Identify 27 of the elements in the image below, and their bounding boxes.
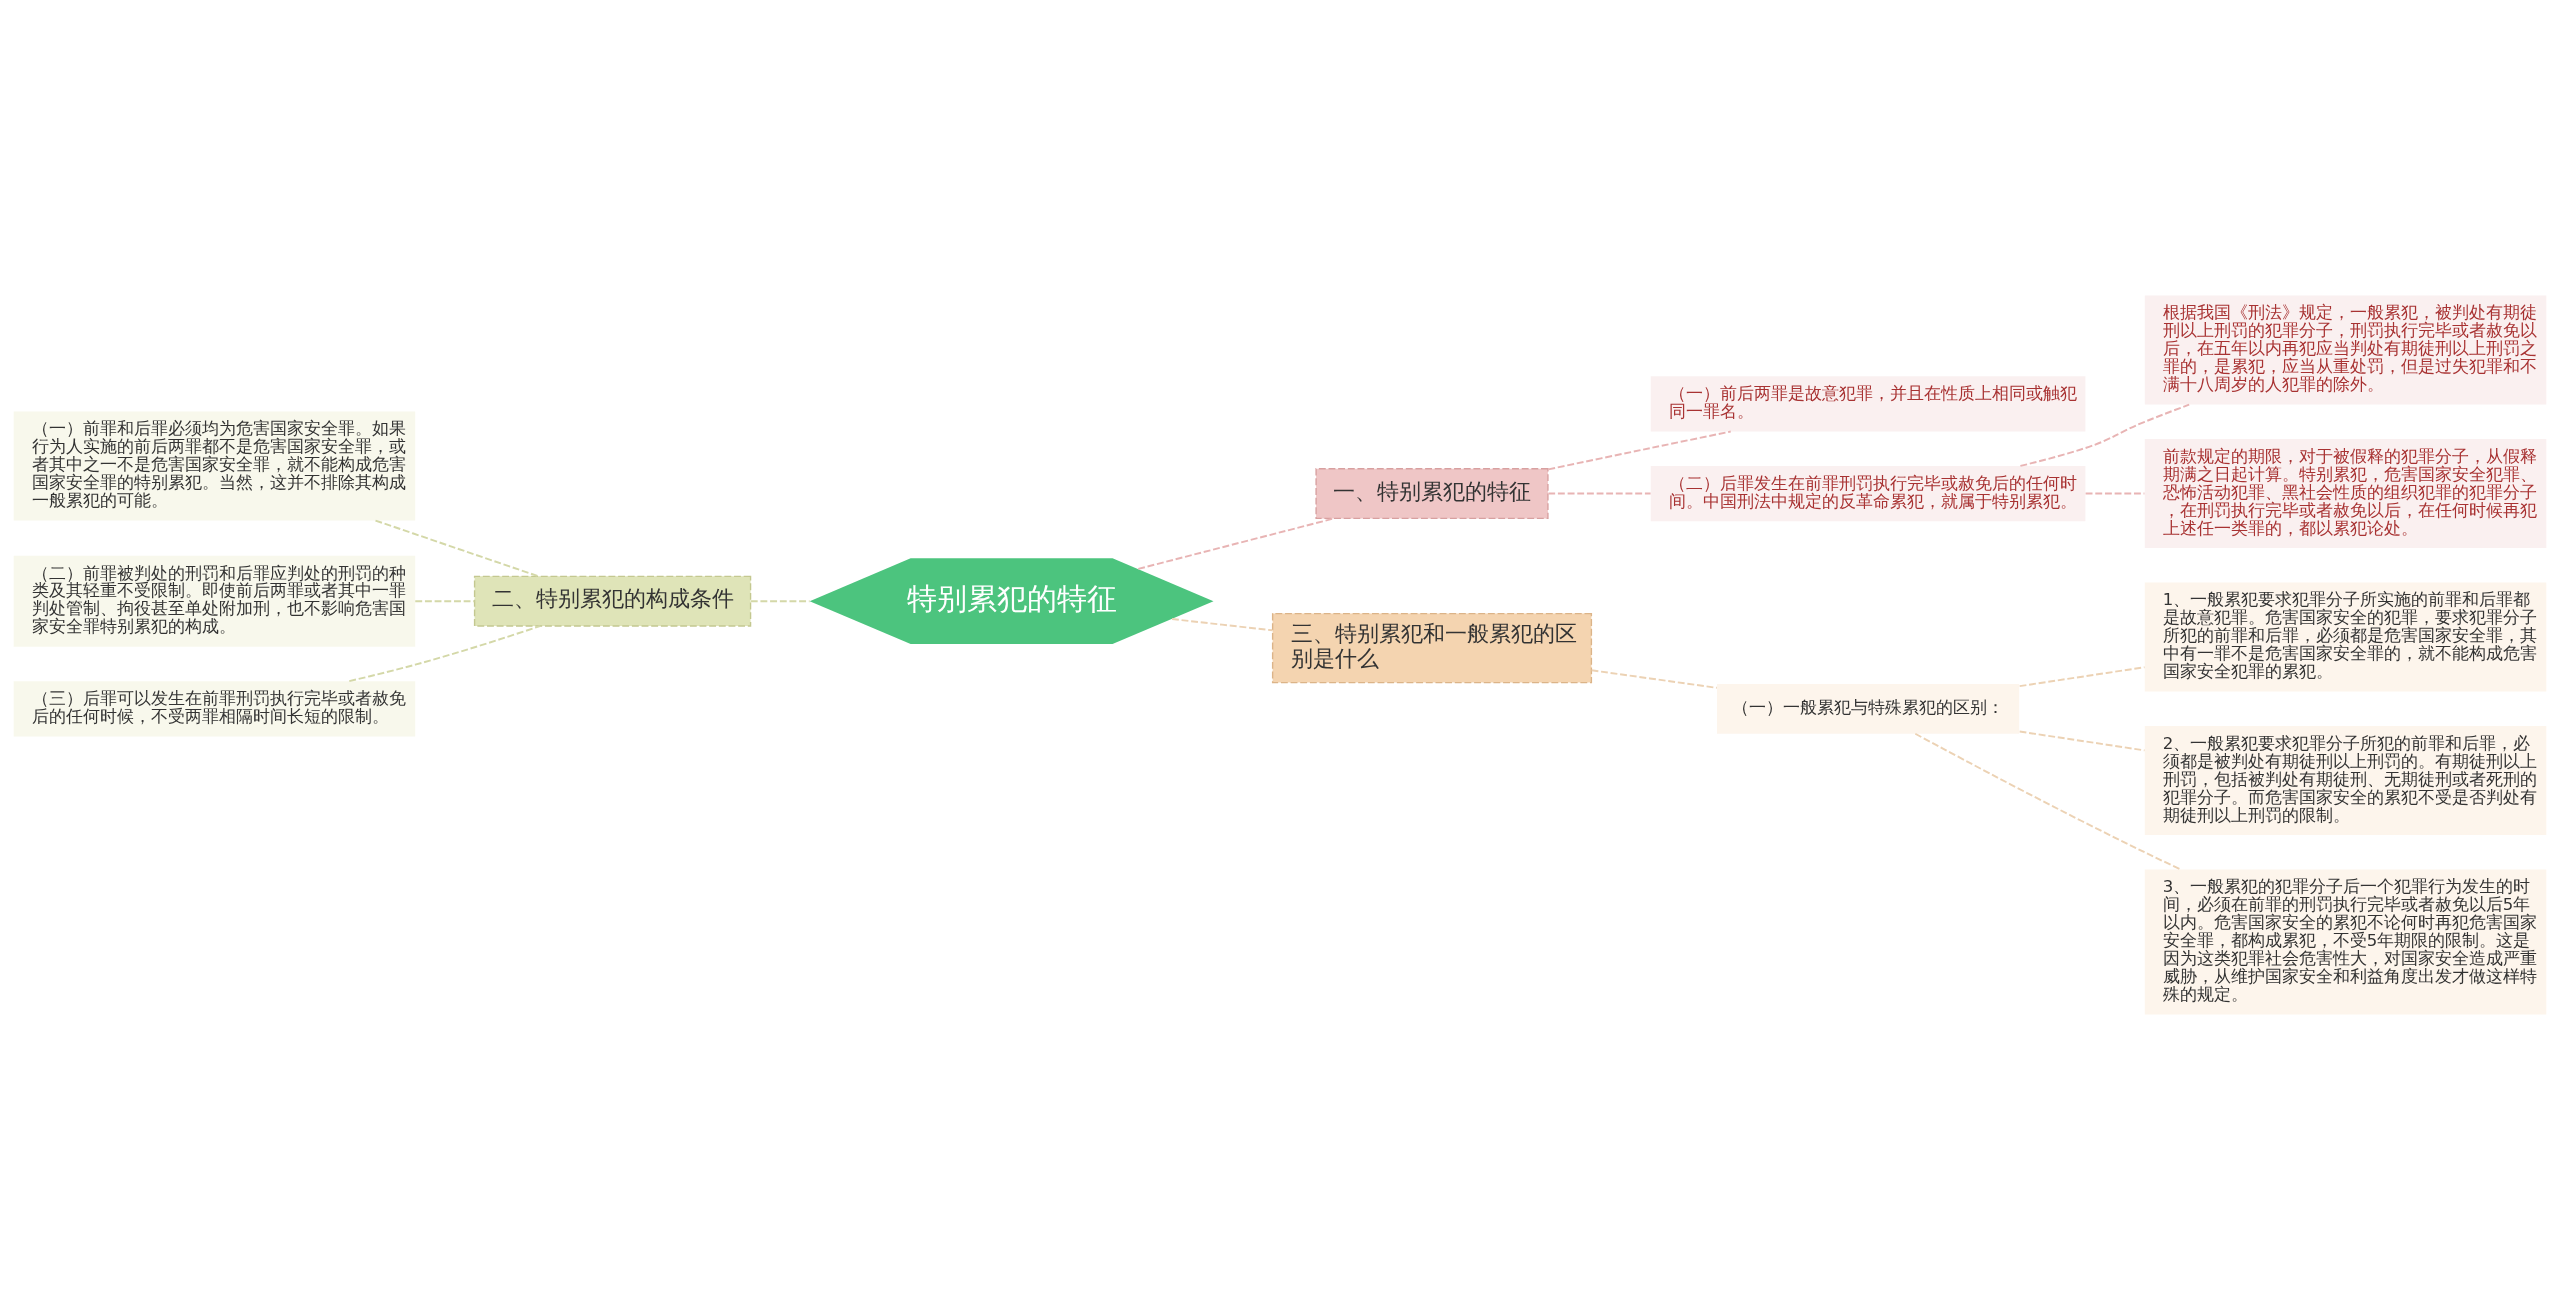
connector: [1547, 430, 1732, 471]
connector: [1171, 618, 1274, 632]
node-box: （一）一般累犯与特殊累犯的区别：: [1716, 684, 2020, 734]
node-box: （三）后罪可以发生在前罪刑罚执行完毕或者赦免后的任何时候，不受两罪相隔时间长短的限制。: [13, 681, 416, 737]
connector: [348, 625, 541, 683]
node-box: （一）前罪和后罪必须均为危害国家安全罪。如果行为人实施的前后两罪都不是危害国家安全罪，或者其中之一不是危害国家安全罪，就不能构成危害国家安全罪的特别累犯。当然，这并不排除其构成一般累犯的可能。: [13, 411, 416, 521]
connector: [414, 600, 476, 603]
connector: [2019, 403, 2191, 467]
connector: [1914, 732, 2182, 871]
node-box: 根据我国《刑法》规定，一般累犯，被判处有期徒刑以上刑罚的犯罪分子，刑罚执行完毕或者赦免以后，在五年以内再犯应当判处有期徒刑以上刑罚之罪的，是累犯，应当从重处罚，但是过失犯罪和不满十八周岁的人犯罪的除外。: [2144, 295, 2547, 405]
node-box: 一、特别累犯的特征: [1315, 468, 1549, 520]
node-box: 1、一般累犯要求犯罪分子所实施的前罪和后罪都是故意犯罪。危害国家安全的犯罪，要求犯罪分子所犯的前罪和后罪，必须都是危害国家安全罪，其中有一罪不是危害国家安全罪的，就不能构成危害国家安全犯罪的累犯。: [2144, 582, 2547, 692]
connector: [1590, 669, 1718, 689]
connector: [2018, 730, 2146, 752]
connector: [749, 600, 811, 603]
node-box: （二）前罪被判处的刑罚和后罪应判处的刑罚的种类及其轻重不受限制。即使前后两罪或者其中一罪判处管制、拘役甚至单处附加刑，也不影响危害国家安全罪特别累犯的构成。: [13, 555, 416, 647]
node-box: 2、一般累犯要求犯罪分子所犯的前罪和后罪，必须都是被判处有期徒刑以上刑罚的。有期徒刑以上刑罚，包括被判处有期徒刑、无期徒刑或者死刑的犯罪分子。而危害国家安全的累犯不受是否判处有期徒刑以上刑罚的限制。: [2144, 726, 2547, 836]
connector: [1137, 517, 1335, 570]
node-box: （一）前后两罪是故意犯罪，并且在性质上相同或触犯同一罪名。: [1650, 376, 2086, 432]
node-box: 前款规定的期限，对于被假释的犯罪分子，从假释期满之日起计算。特别累犯，危害国家安全犯罪、恐怖活动犯罪、黑社会性质的组织犯罪的犯罪分子，在刑罚执行完毕或者赦免以后，在任何时候再犯上述任一类罪的，都以累犯论处。: [2144, 439, 2547, 549]
node-box: （二）后罪发生在前罪刑罚执行完毕或赦免后的任何时间。中国刑法中规定的反革命累犯，就属于特别累犯。: [1650, 465, 2086, 522]
node-box: 3、一般累犯的犯罪分子后一个犯罪行为发生的时间，必须在前罪的刑罚执行完毕或者赦免以后5年以内。危害国家安全的累犯不论何时再犯危害国家安全罪，都构成累犯，不受5年期限的限制。这是因为这类犯罪社会危害性大，对国家安全造成严重威胁，从维护国家安全和利益角度出发才做这样特殊的规定。: [2144, 869, 2547, 1015]
connector: [2018, 666, 2146, 688]
connector: [374, 519, 540, 578]
node-box: 二、特别累犯的构成条件: [473, 575, 752, 627]
connector: [1547, 492, 1652, 495]
node-box: 三、特别累犯和一般累犯的区别是什么: [1271, 612, 1593, 684]
